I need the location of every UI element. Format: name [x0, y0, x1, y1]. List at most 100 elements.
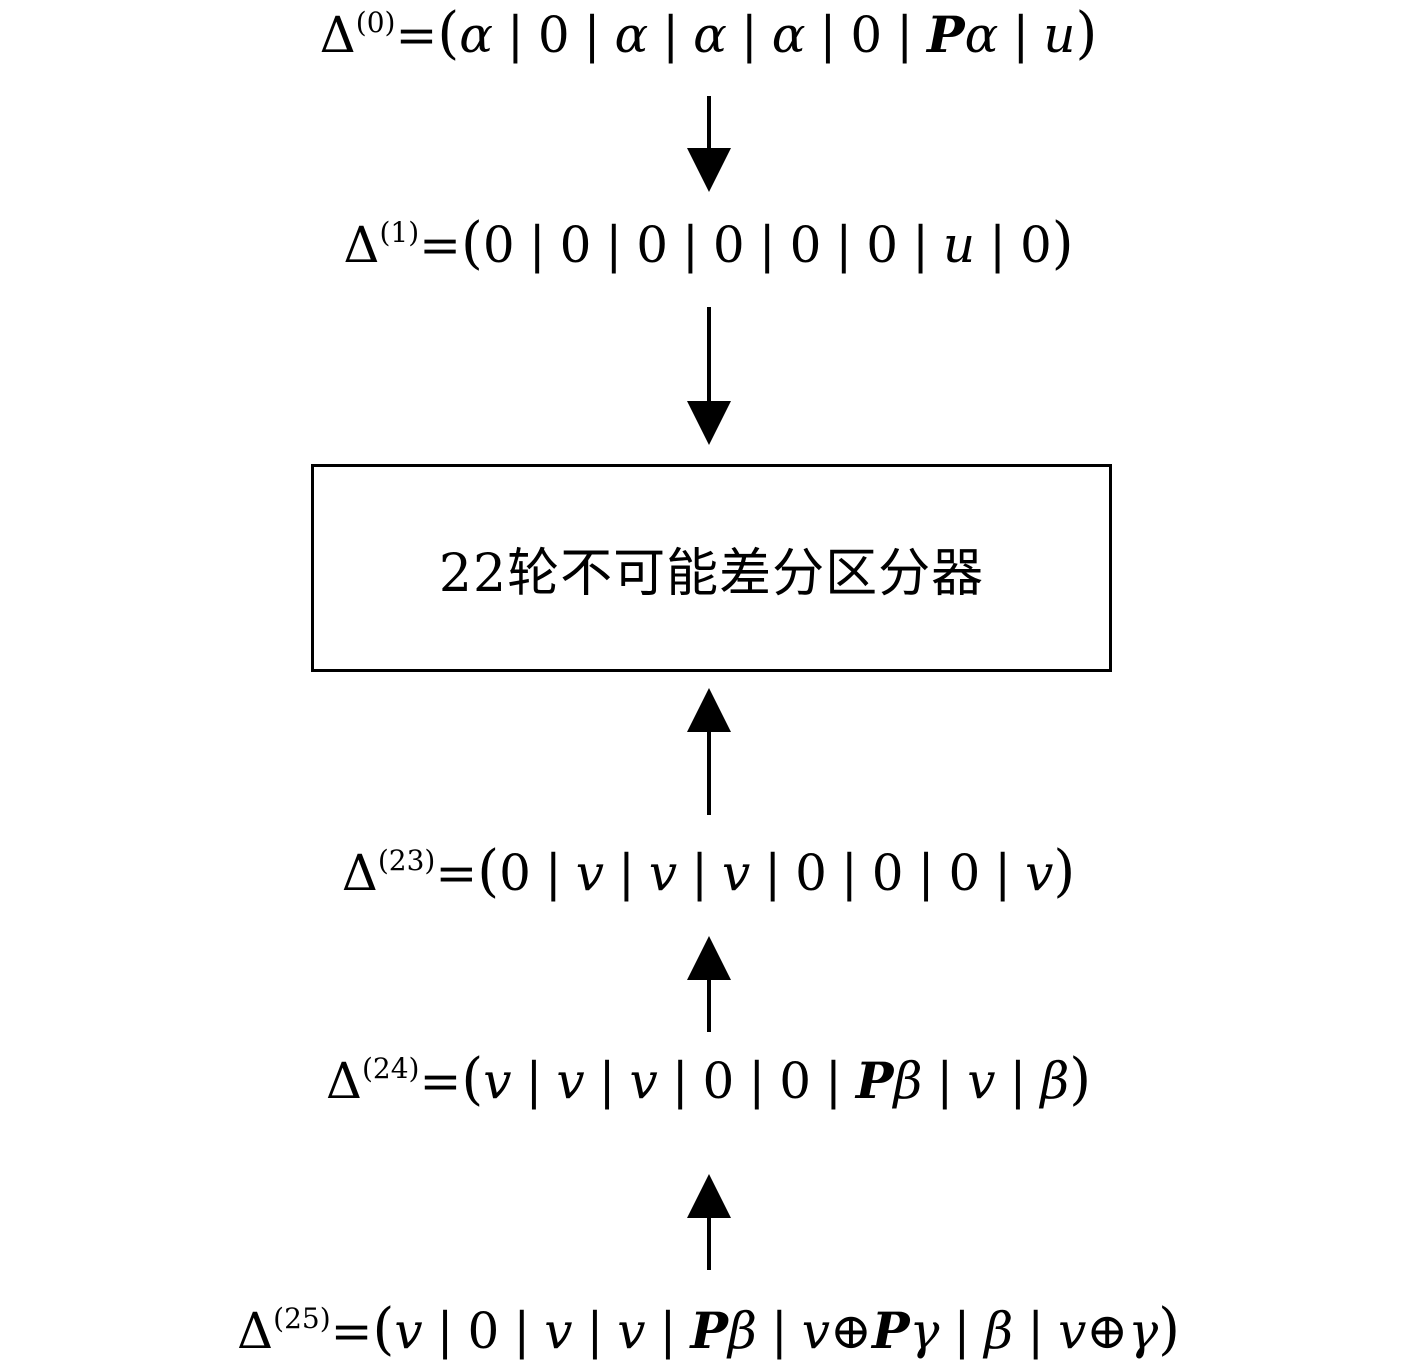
cell-separator: | — [994, 844, 1012, 902]
close-paren: ) — [1053, 839, 1076, 904]
difference-cell: v⊕γ — [1058, 1302, 1159, 1360]
difference-cell: v — [629, 1052, 658, 1110]
distinguisher-label: 22轮不可能差分区分器 — [438, 543, 985, 604]
cell-separator: | — [671, 1052, 689, 1110]
difference-cell: 0 — [636, 216, 669, 274]
cell-separator: | — [544, 844, 562, 902]
cell-separator: | — [1027, 1302, 1045, 1360]
difference-cell: 0 — [871, 844, 904, 902]
difference-cell: v — [1025, 844, 1054, 902]
arrow-eq0-to-eq1 — [687, 96, 731, 192]
cell-separator: | — [605, 216, 623, 274]
equation-delta-0: Δ(0)=(α|0|α|α|α|0|Pα|u) — [0, 4, 1417, 65]
round-superscript: (25) — [273, 1302, 331, 1335]
cell-separator: | — [436, 1302, 454, 1360]
difference-cell: 0 — [499, 844, 531, 902]
difference-cell: v — [544, 1302, 573, 1360]
difference-cell: β — [1040, 1052, 1070, 1110]
difference-cell: v — [394, 1302, 423, 1360]
difference-cell: v — [575, 844, 605, 902]
delta-symbol: Δ — [343, 216, 380, 274]
cell-separator: | — [912, 216, 929, 274]
difference-cell: 0 — [1019, 216, 1052, 274]
difference-cell: 0 — [948, 844, 981, 902]
arrow-eq24-to-eq23 — [687, 936, 731, 1032]
difference-cell: v — [617, 1302, 646, 1360]
difference-cell: 0 — [795, 844, 827, 902]
difference-cell: u — [1043, 6, 1076, 64]
difference-cell: β — [984, 1302, 1014, 1360]
cell-separator: | — [740, 6, 758, 64]
arrow-eq23-to-box — [687, 688, 731, 815]
round-superscript: (24) — [361, 1052, 420, 1085]
cell-separator: | — [691, 844, 708, 902]
cell-separator: | — [1009, 1052, 1027, 1110]
difference-cell: v — [967, 1052, 996, 1110]
difference-cell: 0 — [866, 216, 899, 274]
cell-separator: | — [618, 844, 635, 902]
cell-separator: | — [989, 216, 1006, 274]
difference-cell: 0 — [537, 6, 570, 64]
equation-delta-1: Δ(1)=(0|0|0|0|0|0|u|0) — [0, 214, 1417, 275]
round-superscript: (0) — [355, 6, 396, 39]
equation-delta-23: Δ(23)=(0|v|v|v|0|0|0|v) — [0, 842, 1417, 903]
equals-sign: = — [435, 844, 478, 902]
cell-separator: | — [896, 6, 914, 64]
difference-cell: Pα — [927, 5, 999, 64]
difference-cell: Pβ — [690, 1301, 757, 1360]
cell-separator: | — [513, 1302, 531, 1360]
difference-cell: 0 — [482, 216, 515, 274]
difference-cell: α — [693, 6, 727, 64]
difference-cell: 0 — [789, 216, 822, 274]
open-paren: ( — [437, 1, 460, 66]
open-paren: ( — [477, 839, 500, 904]
delta-symbol: Δ — [341, 844, 378, 902]
round-superscript: (23) — [377, 844, 436, 877]
distinguisher-box: 22轮不可能差分区分器 — [311, 464, 1112, 672]
open-paren: ( — [461, 1047, 484, 1112]
cell-separator: | — [682, 216, 699, 274]
difference-cell: v — [722, 844, 751, 902]
difference-cell: v — [556, 1052, 585, 1110]
cell-separator: | — [917, 844, 935, 902]
equation-delta-25: Δ(25)=(v|0|v|v|Pβ|v⊕Pγ|β|v⊕γ) — [0, 1300, 1417, 1361]
delta-symbol: Δ — [319, 6, 356, 64]
difference-cell: 0 — [779, 1052, 812, 1110]
difference-cell: u — [942, 216, 976, 274]
round-superscript: (1) — [379, 216, 420, 249]
cell-separator: | — [770, 1302, 788, 1360]
difference-cell: Pβ — [855, 1051, 923, 1110]
equals-sign: = — [419, 1052, 462, 1110]
difference-cell: 0 — [467, 1302, 500, 1360]
cell-separator: | — [953, 1302, 971, 1360]
equation-delta-24: Δ(24)=(v|v|v|0|0|Pβ|v|β) — [0, 1050, 1417, 1111]
difference-cell: α — [771, 6, 806, 64]
cell-separator: | — [525, 1052, 543, 1110]
cell-separator: | — [598, 1052, 616, 1110]
difference-cell: 0 — [559, 216, 592, 274]
cell-separator: | — [764, 844, 782, 902]
open-paren: ( — [461, 211, 483, 276]
close-paren: ) — [1158, 1297, 1180, 1362]
delta-symbol: Δ — [325, 1052, 362, 1110]
equals-sign: = — [419, 216, 462, 274]
difference-cell: 0 — [850, 6, 883, 64]
cell-separator: | — [748, 1052, 766, 1110]
cell-separator: | — [840, 844, 858, 902]
cell-separator: | — [662, 6, 680, 64]
difference-cell: 0 — [702, 1052, 735, 1110]
cell-separator: | — [659, 1302, 677, 1360]
cell-separator: | — [835, 216, 853, 274]
difference-cell: 0 — [712, 216, 745, 274]
cell-separator: | — [825, 1052, 842, 1110]
cell-separator: | — [1012, 6, 1030, 64]
cell-separator: | — [586, 1302, 604, 1360]
difference-cell: α — [614, 6, 649, 64]
arrow-eq1-to-box — [687, 307, 731, 445]
difference-cell: v⊕Pγ — [801, 1301, 940, 1360]
equals-sign: = — [395, 6, 438, 64]
close-paren: ) — [1069, 1047, 1092, 1112]
cell-separator: | — [758, 216, 776, 274]
open-paren: ( — [372, 1297, 395, 1362]
